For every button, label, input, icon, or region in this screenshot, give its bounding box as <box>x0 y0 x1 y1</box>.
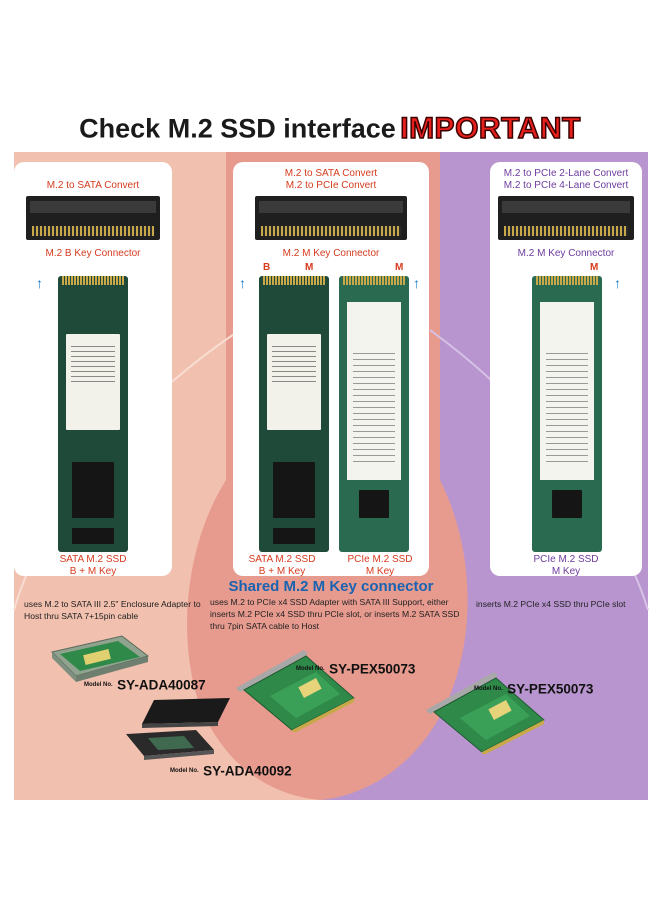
right-m-key-connector <box>498 196 634 240</box>
middle-panel: M.2 to SATA Convert M.2 to PCIe Convert … <box>233 162 429 577</box>
model-ada40087: Model No. SY-ADA40087 <box>84 676 206 694</box>
key-m-mark: M <box>590 262 599 273</box>
model-ada40092: Model No. SY-ADA40092 <box>170 762 292 780</box>
model-pex50073-right: Model No. SY-PEX50073 <box>474 680 593 698</box>
model-value: SY-ADA40087 <box>117 677 206 693</box>
middle-m-key-connector <box>255 196 407 240</box>
shared-connector-heading: Shared M.2 M Key connector <box>228 578 434 595</box>
up-arrow-icon: ↑ <box>614 275 621 291</box>
title-text: Check M.2 SSD interface <box>79 113 396 144</box>
middle-ssd2-label: PCIe M.2 SSD <box>347 554 413 565</box>
middle-ssd2-key: M Key <box>365 566 395 577</box>
model-prefix: Model No. <box>296 665 325 672</box>
middle-convert-text-2: M.2 to PCIe Convert <box>285 180 377 191</box>
pcie-adapter-image <box>426 672 545 754</box>
middle-connector-label: M.2 M Key Connector <box>282 248 380 259</box>
right-ssd-key: M Key <box>551 566 581 577</box>
model-value: SY-ADA40092 <box>203 763 292 779</box>
middle-ssd1-key: B + M Key <box>258 566 306 577</box>
up-arrow-icon: ↑ <box>36 275 43 291</box>
left-convert-text: M.2 to SATA Convert <box>46 180 140 191</box>
right-panel: M.2 to PCIe 2-Lane Convert M.2 to PCIe 4… <box>490 162 642 577</box>
right-connector-label: M.2 M Key Connector <box>517 248 615 259</box>
right-ssd-label: PCIe M.2 SSD <box>533 554 599 565</box>
right-convert-text-2: M.2 to PCIe 4-Lane Convert <box>503 180 629 191</box>
model-prefix: Model No. <box>474 685 503 692</box>
left-ssd-key: B + M Key <box>69 566 117 577</box>
middle-ssd1-label: SATA M.2 SSD <box>248 554 316 565</box>
up-arrow-icon: ↑ <box>239 275 246 291</box>
title-row: Check M.2 SSD interface IMPORTANT <box>0 111 660 152</box>
up-arrow-icon: ↑ <box>413 275 420 291</box>
sata-m2-ssd <box>58 276 128 552</box>
sata-enclosure-adapter-image <box>51 635 150 682</box>
left-b-key-connector <box>26 196 160 240</box>
sata-m2-ssd <box>259 276 329 552</box>
key-m-mark-1: M <box>305 262 314 273</box>
model-value: SY-PEX50073 <box>507 681 594 697</box>
pcie-m2-ssd <box>532 276 602 552</box>
model-value: SY-PEX50073 <box>329 661 416 677</box>
key-b-mark: B <box>263 262 271 273</box>
left-ssd-label: SATA M.2 SSD <box>59 554 127 565</box>
left-panel: M.2 to SATA Convert M.2 B Key Connector … <box>14 162 172 577</box>
key-m-mark-2: M <box>395 262 404 273</box>
pcie-m2-ssd <box>339 276 409 552</box>
model-prefix: Model No. <box>84 681 113 688</box>
model-prefix: Model No. <box>170 767 199 774</box>
left-connector-label: M.2 B Key Connector <box>45 248 141 259</box>
right-convert-text-1: M.2 to PCIe 2-Lane Convert <box>503 168 629 179</box>
middle-description: uses M.2 to PCIe x4 SSD Adapter with SAT… <box>210 597 460 631</box>
right-description: inserts M.2 PCIe x4 SSD thru PCIe slot <box>476 599 626 609</box>
ssd-enclosure-image <box>126 698 230 760</box>
pcie-adapter-image <box>236 650 355 732</box>
important-label: IMPORTANT <box>399 111 581 146</box>
middle-convert-text-1: M.2 to SATA Convert <box>284 168 378 179</box>
model-pex50073-middle: Model No. SY-PEX50073 <box>296 660 415 678</box>
left-description: uses M.2 to SATA III 2.5" Enclosure Adap… <box>24 599 201 621</box>
